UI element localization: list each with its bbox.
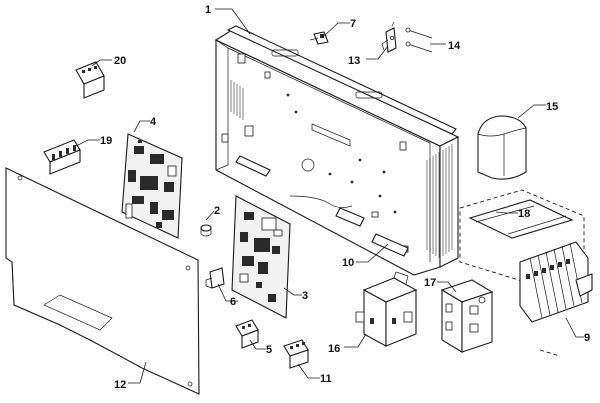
terminal-block-row [519, 241, 593, 323]
callout-15: 15 [546, 101, 558, 113]
contactor-17 [440, 279, 494, 353]
mounting-bracket [381, 21, 397, 53]
screws [405, 27, 433, 53]
standoff [200, 224, 212, 237]
right-vents [426, 144, 453, 258]
callout-12: 12 [114, 379, 126, 391]
terminal-plug-11 [283, 339, 309, 369]
terminal-plug-20 [75, 61, 105, 99]
terminal-plug-5 [235, 319, 259, 349]
left-vents [230, 80, 244, 120]
callout-5: 5 [266, 344, 272, 356]
part-8-reference [539, 349, 561, 357]
relay-16 [355, 271, 418, 347]
leader-lines [75, 8, 584, 384]
terminal-plug-19 [43, 139, 81, 175]
main-circuit-board [121, 133, 183, 239]
callout-20: 20 [114, 55, 126, 67]
callout-6: 6 [230, 296, 236, 308]
secondary-circuit-board [231, 195, 291, 319]
din-rail-group [459, 189, 585, 301]
callout-9: 9 [584, 332, 590, 344]
callout-14: 14 [448, 40, 461, 52]
callout-2: 2 [214, 205, 220, 217]
callout-4: 4 [150, 116, 157, 128]
callout-16: 16 [328, 343, 340, 355]
front-cover-panel [5, 167, 200, 395]
small-connector [309, 31, 329, 45]
callout-13: 13 [348, 55, 360, 67]
main-enclosure [214, 25, 460, 276]
callout-1: 1 [205, 4, 211, 16]
small-clip [205, 267, 225, 289]
callout-11: 11 [320, 373, 332, 385]
callout-8: 8 [562, 351, 568, 363]
callout-3: 3 [302, 290, 308, 302]
callout-19: 19 [100, 135, 112, 147]
callout-17: 17 [424, 277, 436, 289]
cover-cap [477, 115, 527, 180]
callout-10: 10 [342, 257, 354, 269]
callout-7: 7 [350, 18, 356, 30]
callout-18: 18 [518, 208, 530, 220]
